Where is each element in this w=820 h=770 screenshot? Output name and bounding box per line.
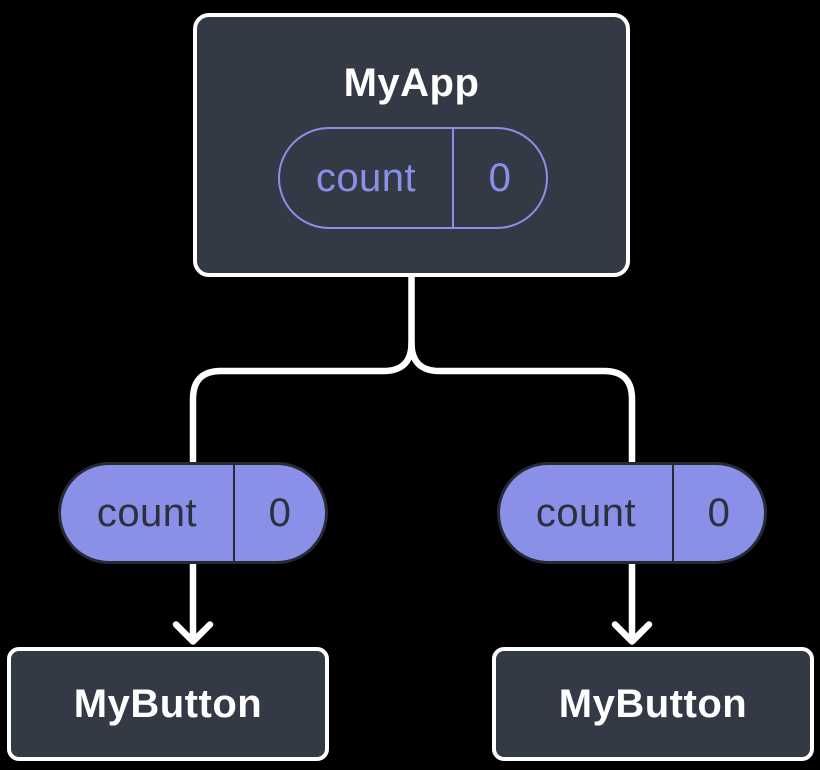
prop-name-label: count [535, 491, 637, 535]
myapp-node: MyApp count 0 [193, 13, 630, 277]
state-pill-value-cell: 0 [454, 129, 546, 227]
mybutton-node-left: MyButton [7, 647, 329, 761]
arrowhead-right-icon [611, 621, 653, 645]
prop-pill-right-name-cell: count [500, 465, 674, 561]
state-value-label: 0 [488, 156, 512, 200]
state-name-label: count [315, 156, 417, 200]
prop-pill-left-value-cell: 0 [235, 465, 325, 561]
myapp-title: MyApp [343, 61, 480, 105]
connector-right-branch [408, 339, 636, 642]
mybutton-left-title: MyButton [73, 681, 263, 726]
prop-pill-right: count 0 [497, 462, 767, 564]
prop-value-label: 0 [268, 491, 292, 535]
mybutton-right-title: MyButton [558, 681, 748, 726]
arrowhead-left-icon [172, 621, 214, 645]
prop-pill-right-value-cell: 0 [674, 465, 764, 561]
prop-name-label: count [96, 491, 198, 535]
mybutton-node-right: MyButton [492, 647, 814, 761]
state-pill-name-cell: count [280, 129, 454, 227]
prop-pill-left: count 0 [58, 462, 328, 564]
prop-pill-left-name-cell: count [61, 465, 235, 561]
connector-trunk-left-branch [189, 270, 415, 642]
prop-value-label: 0 [707, 491, 731, 535]
state-pill: count 0 [278, 127, 548, 229]
